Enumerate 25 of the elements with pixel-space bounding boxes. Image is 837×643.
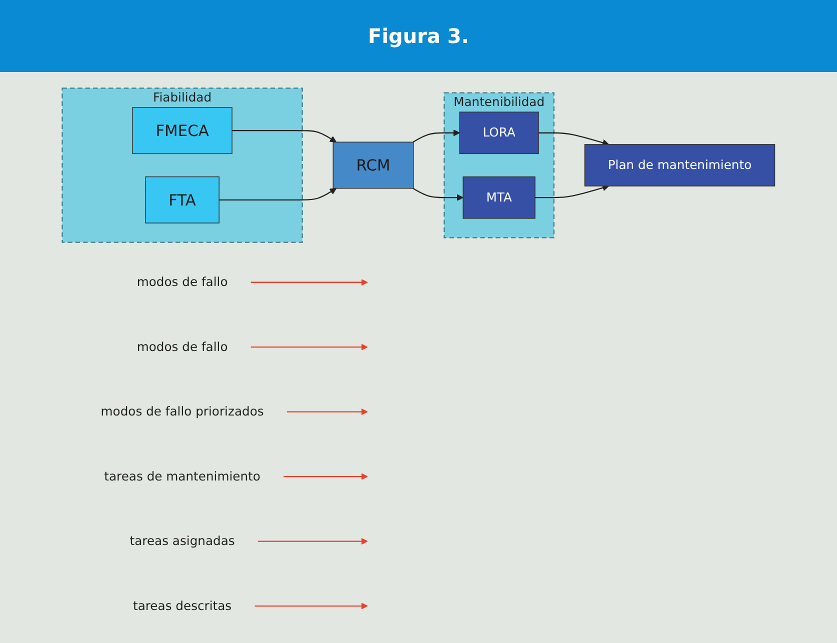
figure-title: Figura 3. [368,24,469,48]
arrow [219,188,337,200]
arrow [412,129,460,143]
process-box: Plan de mantenimiento [584,144,776,186]
arrow [232,130,337,142]
process-box: FMECA [132,107,232,154]
arrow [538,132,610,146]
callout-text: modos de fallo [136,274,228,290]
leader-line [284,473,368,480]
callout-text: modos de fallo [136,339,228,354]
callout-text: tareas de mantenimiento [104,468,260,484]
process-box: MTA [462,176,536,219]
arrow [535,184,610,198]
arrow [412,188,464,201]
callout-text: modos de fallo priorizados [100,404,264,419]
process-box: RCM [332,142,414,189]
callout-text: tareas asignadas [130,534,235,548]
process-box: FTA [145,176,220,224]
leader-line [286,408,368,416]
leader-line [258,538,368,545]
leader-line [250,344,368,350]
leader-line [254,602,368,610]
process-box: LORA [459,112,539,154]
leader-line [250,278,368,286]
callout-text: tareas descritas [133,598,232,613]
